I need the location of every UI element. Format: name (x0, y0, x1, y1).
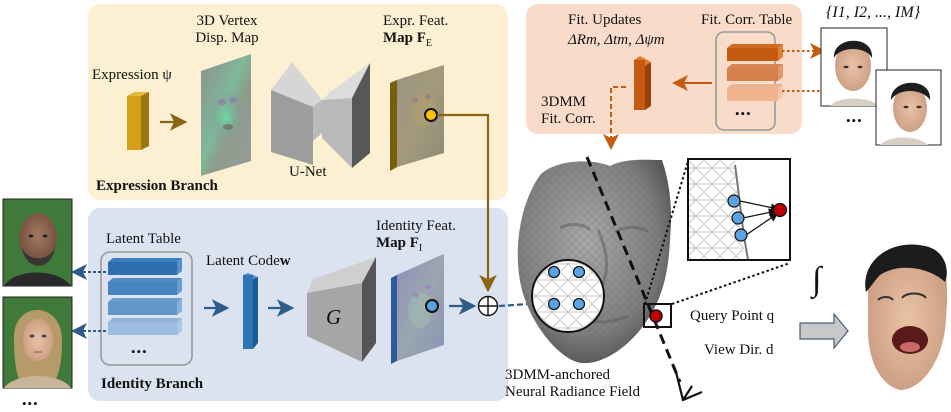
expression-feature-map (390, 65, 444, 171)
fit-images-ellipsis: ••• (846, 113, 863, 128)
identity-branch-title: Identity Branch (101, 376, 204, 392)
query-point-box (643, 303, 672, 328)
face-mesh (517, 159, 672, 364)
unet-shape (271, 62, 370, 168)
zoom-line-2 (671, 262, 791, 305)
latent-code-label: Latent Codew (206, 253, 291, 269)
camera-eye-icon (674, 371, 703, 402)
fit-updates-vector (634, 56, 651, 110)
identity-photo-2 (2, 296, 73, 389)
image-set-label: {I1, I2, ..., IM} (826, 4, 921, 21)
latent-table-rows (108, 258, 182, 335)
rendered-output-face (865, 244, 948, 390)
generator-label: G (326, 305, 342, 329)
identity-images-ellipsis: ••• (22, 396, 39, 411)
latent-table-box (100, 251, 193, 366)
fit-corr-table-ellipsis: ••• (735, 106, 752, 121)
fit-corr-table-label: Fit. Corr. Table (701, 12, 793, 28)
latent-table-label: Latent Table (106, 231, 181, 247)
integral-symbol: ∫ (812, 261, 822, 298)
identity-photo-1 (2, 198, 73, 287)
latent-code-vector (243, 273, 258, 349)
fit-corr-label: 3DMM Fit. Corr. (541, 94, 596, 127)
nerf-label: 3DMM-anchored Neural Radiance Field (505, 367, 640, 400)
expr-feat-map-label-line2: Map FE (383, 30, 433, 49)
query-point-inset (687, 158, 791, 261)
identity-feature-map (391, 254, 444, 364)
expression-input-label: Expression ψ (92, 67, 172, 83)
view-dir-label: View Dir. d (704, 342, 774, 358)
expression-branch-title: Expression Branch (96, 178, 218, 194)
magnified-mesh-circle (531, 259, 605, 333)
identity-feat-map-label: Identity Feat. Map FI (376, 218, 456, 257)
expression-vector (127, 92, 149, 150)
sum-operator-icon (477, 295, 499, 317)
generator-shape (307, 257, 376, 362)
fit-updates-label: Fit. Updates (568, 12, 642, 28)
unet-label: U-Net (289, 164, 327, 180)
disp-map-label: 3D Vertex Disp. Map (195, 13, 259, 46)
fitting-image-2 (875, 69, 942, 146)
fit-updates-formula: ΔRm, Δtm, Δψm (568, 32, 665, 48)
vertex-displacement-map (201, 54, 251, 176)
zoom-line-1 (644, 157, 690, 305)
view-ray (585, 156, 682, 383)
identity-feat-map-label-line2: Map FI (376, 235, 423, 254)
expr-feat-map-label: Expr. Feat. Map FE (383, 13, 448, 52)
fit-corr-table-rows (727, 44, 783, 101)
expression-feature-connector (437, 113, 497, 293)
render-arrow (799, 312, 849, 350)
query-point-label: Query Point q (690, 308, 775, 324)
latent-table-ellipsis: ••• (131, 344, 148, 359)
arrow-updates-to-mesh (603, 86, 626, 150)
query-point-marker (649, 309, 663, 323)
